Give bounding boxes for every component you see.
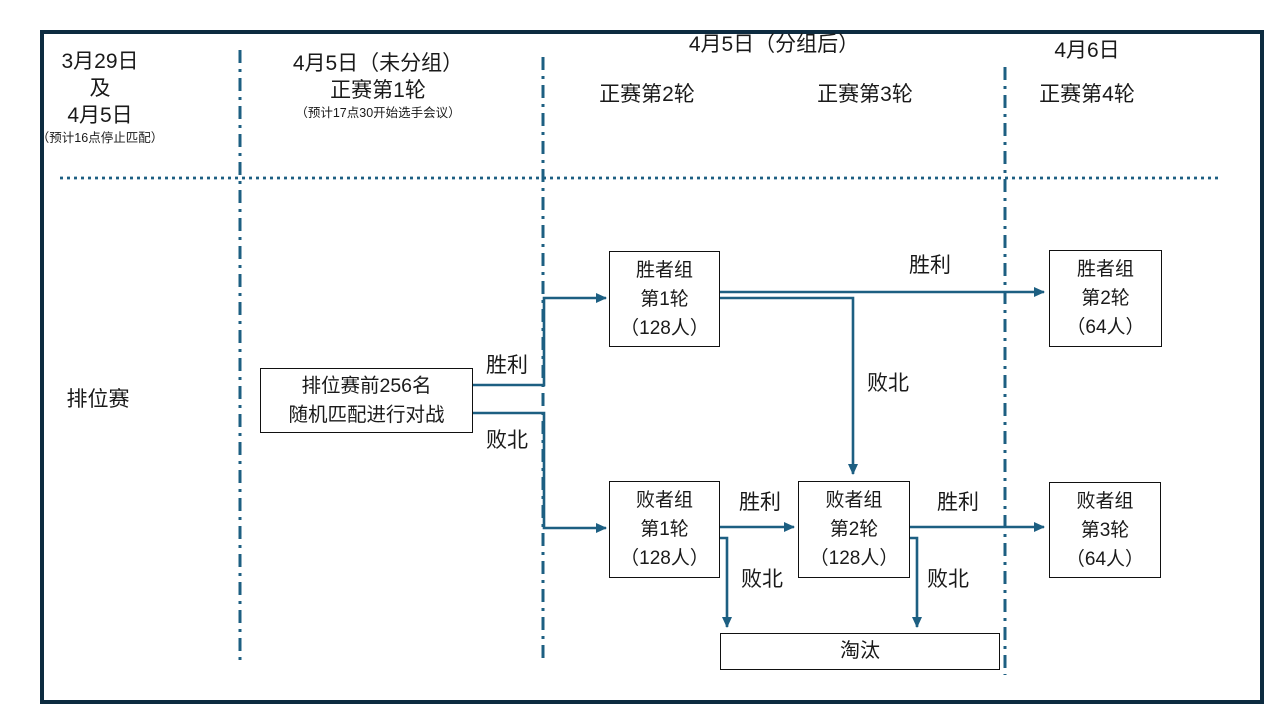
header-col2-note: （预计17点30开始选手会议） xyxy=(295,106,461,120)
edge-losers-r2-to-eliminated xyxy=(910,536,922,628)
node-line: 第2轮 xyxy=(829,519,879,540)
header-col1-date1: 3月29日 xyxy=(61,50,139,73)
winners-round2-box: 胜者组 第2轮 （64人） xyxy=(1049,250,1162,347)
seed-box-line: 排位赛前256名 xyxy=(301,374,432,397)
edge-label-seed-win: 胜利 xyxy=(486,354,528,377)
edge-winners-r1-to-losers-r2 xyxy=(720,296,858,475)
seed-box: 排位赛前256名 随机匹配进行对战 xyxy=(260,368,473,433)
node-line: 第3轮 xyxy=(1080,519,1130,541)
winners-round1-box: 胜者组 第1轮 （128人） xyxy=(609,251,720,347)
node-line: （64人） xyxy=(1066,317,1145,338)
node-line: 胜者组 xyxy=(635,259,693,281)
edge-label-l2-win: 胜利 xyxy=(937,491,979,514)
edge-losers-r1-to-eliminated xyxy=(720,536,732,628)
node-line: （128人） xyxy=(620,548,709,569)
edge-label-seed-lose: 败北 xyxy=(486,429,528,452)
losers-round2-box: 败者组 第2轮 （128人） xyxy=(798,481,910,578)
header-col2: 4月5日（未分组） 正赛第1轮 （预计17点30开始选手会议） xyxy=(258,50,498,122)
edge-label-l1-win: 胜利 xyxy=(739,491,781,514)
header-col1-date2: 4月5日 xyxy=(67,104,133,127)
edge-label-l2-lose: 败北 xyxy=(927,568,969,591)
header-col1-and: 及 xyxy=(89,77,111,100)
edge-seed-to-losers-r1 xyxy=(473,411,607,533)
node-line: 胜者组 xyxy=(1076,259,1134,280)
losers-round3-box: 败者组 第3轮 （64人） xyxy=(1049,482,1161,578)
eliminated-box: 淘汰 xyxy=(720,633,1000,670)
node-line: 败者组 xyxy=(635,490,693,511)
node-line: 败者组 xyxy=(825,490,883,511)
header-col4: 4月6日 正赛第4轮 xyxy=(987,37,1187,108)
header-col1-note: （预计16点停止匹配） xyxy=(36,131,164,145)
ranking-stage-label: 排位赛 xyxy=(66,388,130,411)
header-col2-date: 4月5日（未分组） xyxy=(292,52,464,75)
node-line: （64人） xyxy=(1065,548,1145,570)
header-col1: 3月29日 及 4月5日 （预计16点停止匹配） xyxy=(25,48,175,147)
node-line: 第1轮 xyxy=(640,288,689,310)
eliminated-label: 淘汰 xyxy=(840,640,880,662)
header-col3-round2: 正赛第2轮 xyxy=(599,83,695,106)
losers-round1-box: 败者组 第1轮 （128人） xyxy=(609,481,720,578)
seed-box-line: 随机匹配进行对战 xyxy=(288,403,445,426)
diagram-frame xyxy=(40,30,1264,704)
header-col4-date: 4月6日 xyxy=(1054,39,1120,62)
header-col4-round: 正赛第4轮 xyxy=(1039,83,1135,106)
node-line: （128人） xyxy=(809,548,899,569)
node-line: 第2轮 xyxy=(1081,288,1130,309)
node-line: 败者组 xyxy=(1076,490,1134,512)
header-col3-round3: 正赛第3轮 xyxy=(817,83,913,106)
edge-label-l1-lose: 败北 xyxy=(741,568,783,591)
node-line: （128人） xyxy=(620,317,709,339)
edge-label-w1-lose: 败北 xyxy=(867,372,909,395)
node-line: 第1轮 xyxy=(640,519,689,540)
edge-seed-to-winners-r1 xyxy=(473,293,607,387)
header-col2-round: 正赛第1轮 xyxy=(330,79,426,102)
header-col3-title: 4月5日（分组后） xyxy=(688,33,860,56)
edge-label-w1-win: 胜利 xyxy=(909,254,951,277)
